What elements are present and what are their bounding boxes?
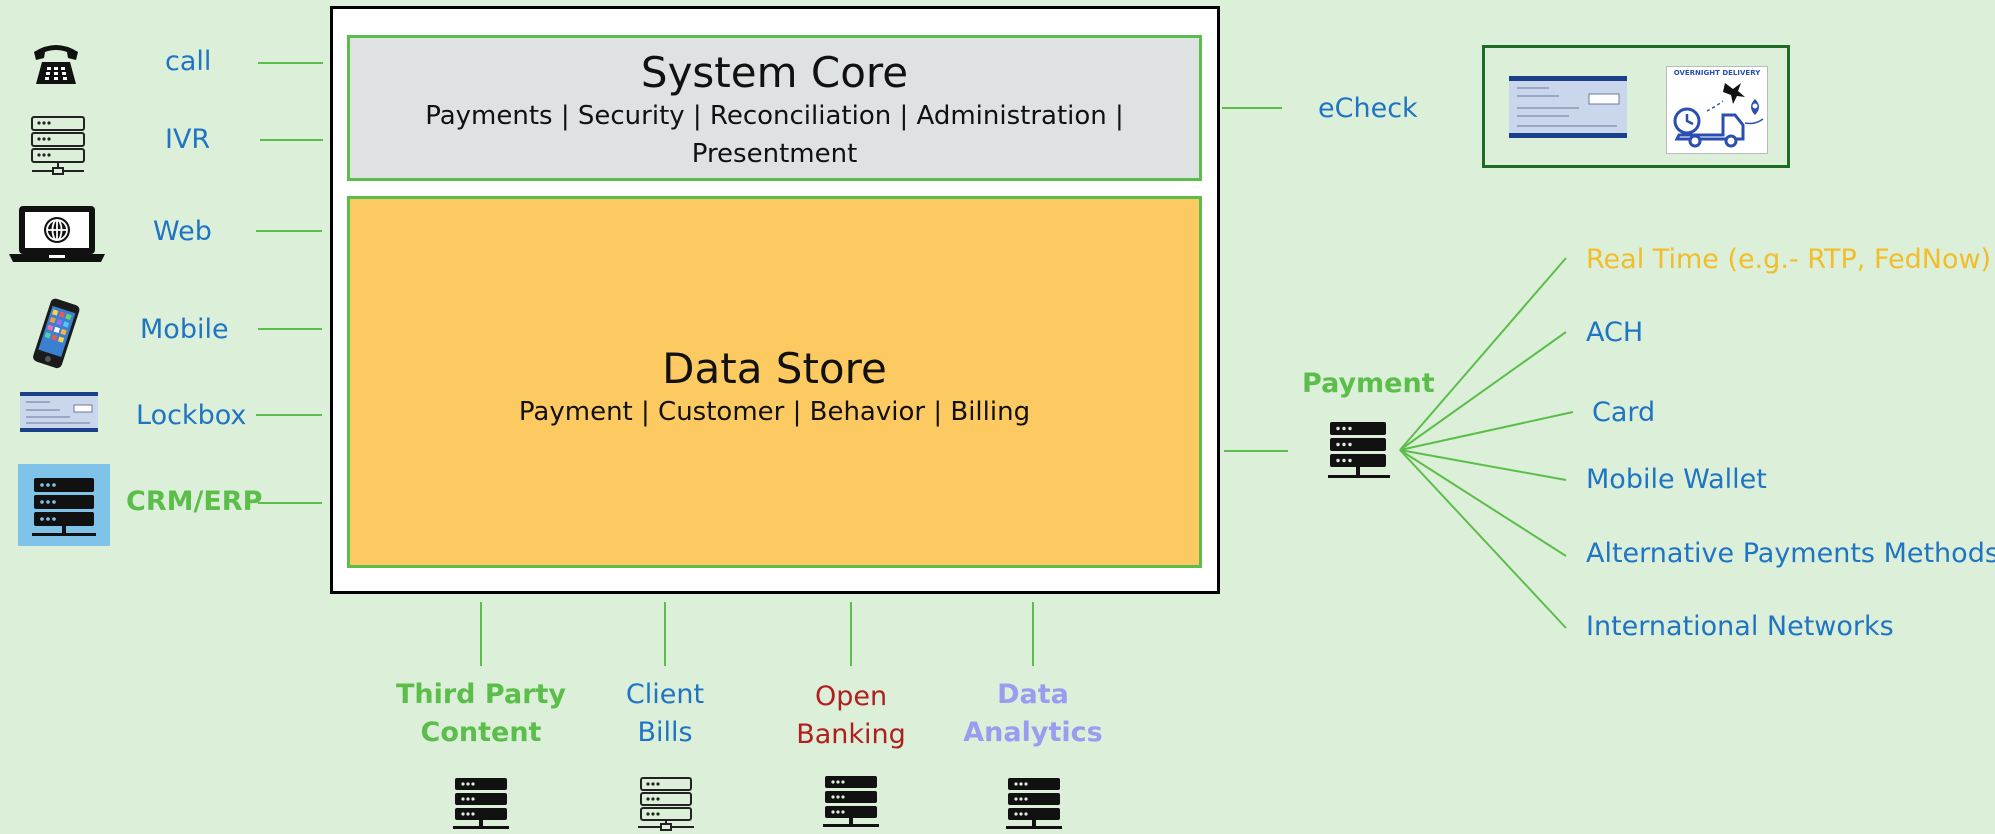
data-store-panel: Data Store Payment | Customer | Behavior… — [347, 196, 1202, 568]
source-third-party-line1: Third Party — [395, 679, 567, 710]
connector-data-analytics — [1032, 602, 1034, 666]
connector-lockbox — [256, 414, 322, 416]
network-alternative-payments: Alternative Payments Methods — [1586, 538, 1995, 569]
channel-label-crm-erp: CRM/ERP — [126, 486, 263, 517]
source-data-analytics: Data Analytics — [943, 676, 1123, 752]
connector-web — [256, 230, 322, 232]
payment-label: Payment — [1302, 368, 1435, 399]
smartphone-icon — [24, 298, 86, 370]
data-store-entities: Payment | Customer | Behavior | Billing — [518, 397, 1031, 427]
source-third-party: Third Party Content — [391, 676, 571, 752]
source-open-banking-line1: Open — [814, 681, 888, 712]
server-icon — [451, 776, 511, 832]
channel-label-ivr: IVR — [165, 124, 211, 155]
connector-crm-erp — [258, 502, 322, 504]
network-card: Card — [1592, 397, 1656, 428]
network-real-time: Real Time (e.g.- RTP, FedNow) — [1586, 244, 1992, 275]
channel-label-web: Web — [153, 216, 212, 247]
connector-echeck — [1222, 107, 1282, 109]
delivery-caption: OVERNIGHT DELIVERY — [1673, 69, 1761, 77]
connector-payment — [1224, 450, 1288, 452]
server-icon — [821, 774, 881, 830]
network-ach: ACH — [1586, 317, 1644, 348]
channel-label-lockbox: Lockbox — [136, 400, 247, 431]
check-image-icon — [20, 392, 98, 432]
source-third-party-line2: Content — [420, 717, 542, 748]
server-outline-icon — [30, 115, 86, 175]
overnight-delivery-icon: OVERNIGHT DELIVERY — [1666, 66, 1768, 154]
echeck-label: eCheck — [1318, 93, 1418, 124]
source-open-banking: Open Banking — [761, 678, 941, 754]
source-client-bills: Client Bills — [575, 676, 755, 752]
laptop-globe-icon — [9, 204, 105, 264]
server-icon — [18, 464, 110, 546]
check-image-icon — [1509, 76, 1627, 138]
connector-client-bills — [664, 602, 666, 666]
connector-mobile — [258, 328, 322, 330]
connector-call — [258, 62, 323, 64]
connector-open-banking — [850, 602, 852, 666]
system-core-modules: Payments | Security | Reconciliation | A… — [425, 101, 1124, 169]
server-icon — [1004, 776, 1064, 832]
channel-label-mobile: Mobile — [140, 314, 229, 345]
connector-third-party — [480, 602, 482, 666]
telephone-icon — [30, 38, 82, 88]
source-client-bills-line1: Client — [625, 679, 705, 710]
connector-ivr — [260, 139, 323, 141]
server-icon — [1326, 420, 1392, 482]
data-store-title: Data Store — [662, 344, 887, 393]
server-outline-icon — [636, 776, 696, 832]
network-mobile-wallet: Mobile Wallet — [1586, 464, 1767, 495]
source-data-analytics-line1: Data — [997, 679, 1069, 710]
source-data-analytics-line2: Analytics — [963, 717, 1103, 748]
system-core-title: System Core — [640, 48, 909, 97]
source-client-bills-line2: Bills — [637, 717, 693, 748]
echeck-panel: OVERNIGHT DELIVERY — [1482, 45, 1790, 168]
network-international: International Networks — [1586, 611, 1894, 642]
system-core-panel: System Core Payments | Security | Reconc… — [347, 35, 1202, 181]
channel-label-call: call — [165, 46, 212, 77]
source-open-banking-line2: Banking — [796, 719, 906, 750]
